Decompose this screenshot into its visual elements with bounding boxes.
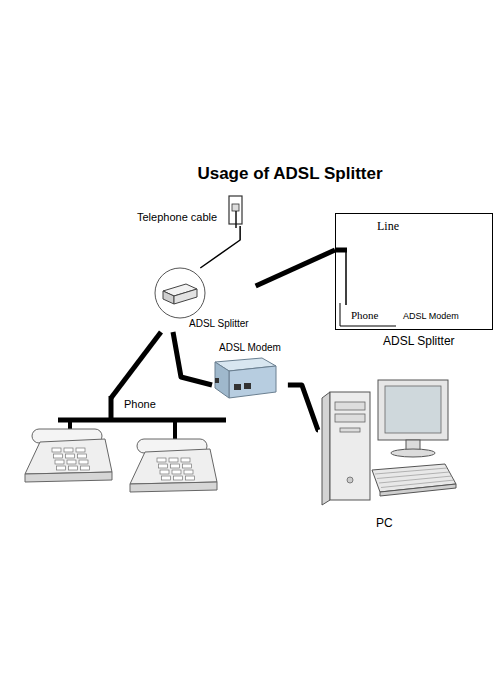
keypad-key xyxy=(78,454,87,458)
phone-wire xyxy=(109,396,114,420)
keypad-key xyxy=(52,448,61,452)
drive-bay xyxy=(335,414,365,422)
phone-base xyxy=(25,472,112,482)
keypad-key xyxy=(55,460,64,464)
inner-bracket xyxy=(340,303,396,326)
phone-keypad xyxy=(52,448,90,470)
keypad-key xyxy=(66,454,75,458)
modem-port xyxy=(234,384,241,390)
keypad-key xyxy=(159,464,168,468)
node-label: PC xyxy=(375,517,394,531)
keypad-key xyxy=(181,458,190,462)
node-label: ADSL Splitter xyxy=(188,318,250,330)
power-button xyxy=(347,477,353,483)
personal-computer: PC xyxy=(318,372,458,532)
floppy-slot xyxy=(340,428,360,432)
keyboard-edge xyxy=(380,484,456,496)
monitor-screen xyxy=(385,386,441,433)
keypad-key xyxy=(186,476,195,480)
wire xyxy=(256,250,335,286)
keypad-key xyxy=(79,460,88,464)
phone-body xyxy=(130,449,217,484)
keypad-key xyxy=(174,476,183,480)
wire xyxy=(173,332,212,385)
phone-body xyxy=(25,439,112,474)
keypad-key xyxy=(160,470,169,474)
tower-front xyxy=(330,392,370,500)
splitter-detail-box: LinePhoneADSL ModemADSL Splitter xyxy=(335,213,493,330)
node-label: Telephone cable xyxy=(136,211,218,224)
node-label: Line xyxy=(376,220,400,234)
splitter-device: ADSL Splitter xyxy=(155,268,256,332)
inner-line xyxy=(345,250,347,305)
highlight-circle xyxy=(155,268,205,318)
drive-bay xyxy=(335,402,365,410)
node-label: Phone xyxy=(123,398,157,411)
splitter-front xyxy=(174,289,197,304)
node-label: ADSL Modem xyxy=(402,311,460,321)
keypad-key xyxy=(54,454,63,458)
phone-drop xyxy=(173,420,177,440)
modem-side xyxy=(215,362,229,398)
cable-stub xyxy=(235,211,237,228)
monitor xyxy=(378,380,448,440)
keyboard-keys xyxy=(375,468,455,488)
phone-keypad xyxy=(157,458,195,480)
keypad-key xyxy=(64,448,73,452)
keypad-key xyxy=(169,458,178,462)
telephone-set: Phone xyxy=(15,398,230,498)
line-stub xyxy=(335,248,347,253)
splitter-side xyxy=(163,291,174,304)
keypad-key xyxy=(69,466,78,470)
wire xyxy=(288,385,318,430)
key-row xyxy=(381,480,455,488)
phone-bus xyxy=(58,418,226,423)
node-label: Phone xyxy=(350,309,380,322)
adsl-modem: ADSL Modem xyxy=(212,342,288,400)
keypad-key xyxy=(183,464,192,468)
phone-base xyxy=(130,482,217,492)
keypad-key xyxy=(184,470,193,474)
keypad-key xyxy=(171,464,180,468)
node-label: ADSL Splitter xyxy=(382,335,456,349)
keypad-key xyxy=(76,448,85,452)
wall-socket xyxy=(232,204,239,211)
keypad-key xyxy=(157,458,166,462)
keypad-key xyxy=(162,476,171,480)
node-label: ADSL Modem xyxy=(218,342,282,354)
keypad-key xyxy=(81,466,90,470)
keypad-key xyxy=(57,466,66,470)
monitor-base xyxy=(391,449,435,457)
modem-front xyxy=(229,366,276,398)
modem-port xyxy=(215,378,219,383)
wire xyxy=(200,226,240,268)
key-row xyxy=(379,476,452,483)
wall-jack: Telephone cable xyxy=(136,194,248,226)
diagram-title: Usage of ADSL Splitter xyxy=(197,164,382,184)
wire xyxy=(111,332,161,398)
keypad-key xyxy=(67,460,76,464)
keypad-key xyxy=(172,470,181,474)
modem-port xyxy=(244,383,251,389)
tower-side xyxy=(322,392,330,505)
